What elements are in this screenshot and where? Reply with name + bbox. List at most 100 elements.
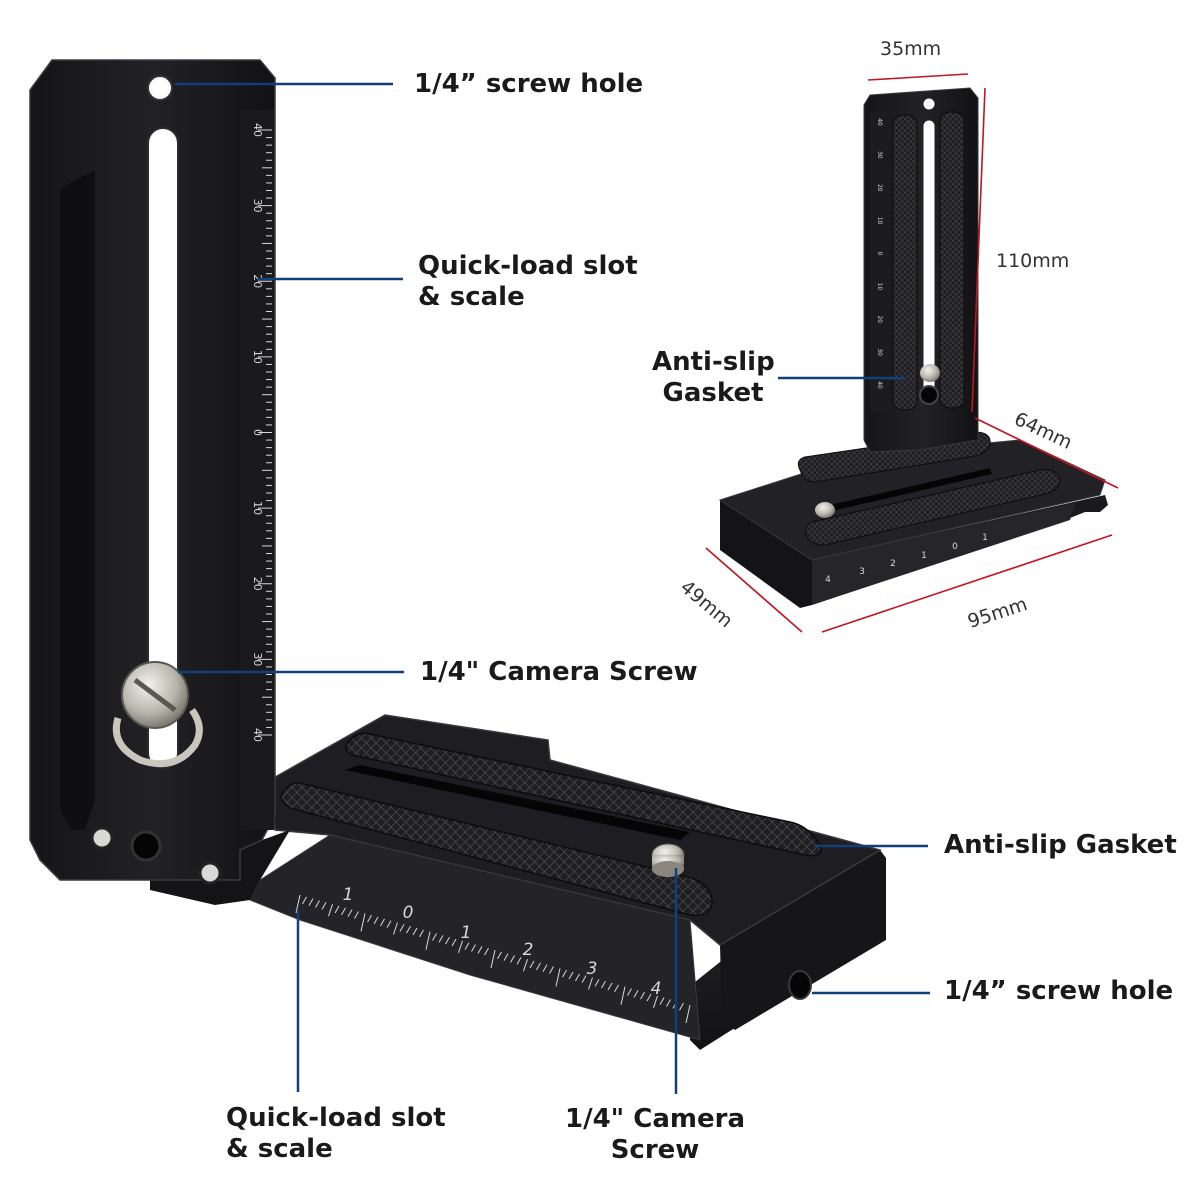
label-screw-hole-right-text: 1/4” screw hole: [944, 976, 1174, 1006]
horizontal-scale-tick: [497, 951, 502, 960]
vertical-scale-label: 30: [251, 199, 264, 213]
label-quick-load-upper-line2: & scale: [418, 282, 525, 312]
vertical-plate-inner-edge: [60, 170, 95, 830]
horizontal-scale-label: 1: [343, 885, 354, 905]
inset-horizontal-scale-label: 0: [952, 542, 958, 552]
inset-horizontal-scale-label: 1: [921, 551, 927, 561]
inset-vertical-scale-label: 30: [876, 348, 883, 356]
inset-gasket-front: [805, 469, 1061, 546]
horizontal-scale-tick: [594, 979, 600, 987]
horizontal-scale-tick: [360, 913, 366, 932]
horizontal-scale-tick: [588, 977, 593, 990]
vertical-scale-label: 10: [251, 501, 264, 515]
label-screw-hole-right: 1/4” screw hole: [944, 976, 1173, 1007]
horizontal-scale-tick: [419, 929, 424, 938]
inset-vertical-scale-strip: [870, 112, 890, 412]
label-quick-load-lower-line2: & scale: [226, 1134, 333, 1164]
horizontal-scale-tick: [575, 973, 580, 982]
horizontal-scale-marks: [295, 894, 691, 1024]
dim-height: 110mm: [996, 250, 1070, 272]
horizontal-scale-tick: [562, 969, 567, 978]
horizontal-scale-tick: [432, 933, 437, 941]
inset-bottom-screw-hole-icon: [919, 385, 939, 405]
horizontal-scale-tick: [451, 938, 457, 947]
label-anti-slip-right-text: Anti-slip Gasket: [944, 830, 1177, 860]
horizontal-scale-tick: [471, 944, 476, 952]
base-gasket-front: [280, 782, 713, 917]
horizontal-scale-tick: [367, 914, 372, 923]
horizontal-scale-tick: [653, 995, 658, 1008]
label-quick-load-upper-line1: Quick-load slot: [418, 251, 638, 281]
inset-vertical-screw-icon: [920, 364, 940, 382]
label-quick-load-lower-line1: Quick-load slot: [226, 1103, 446, 1133]
base-gasket-rear: [344, 732, 822, 857]
horizontal-scale-tick: [555, 968, 561, 987]
horizontal-scale-tick: [458, 940, 463, 953]
horizontal-scale-tick: [627, 988, 632, 996]
horizontal-scale-tick: [315, 900, 320, 908]
inset-vertical-gasket-right: [939, 111, 965, 409]
inset-vertical-scale-label: 40: [876, 381, 883, 389]
vertical-scale-label: 20: [251, 577, 264, 591]
top-screw-hole-icon: [147, 75, 173, 101]
dim-width-top: 35mm: [880, 38, 942, 60]
horizontal-scale-tick: [445, 936, 450, 945]
horizontal-scale-label: 1: [461, 923, 472, 943]
label-camera-screw-lower-line1: 1/4" Camera: [565, 1104, 745, 1134]
horizontal-scale-tick: [542, 964, 548, 972]
horizontal-scale-tick: [302, 896, 307, 905]
horizontal-scale-tick: [607, 982, 613, 991]
horizontal-scale-tick: [601, 980, 606, 989]
bottom-screw-hole-left-icon: [90, 826, 114, 850]
bottom-screw-hole-right-icon: [198, 861, 222, 885]
inset-top-screw-hole-icon: [922, 97, 936, 111]
inset-base-screw-icon: [815, 502, 835, 518]
horizontal-scale-tick: [412, 927, 418, 936]
base-slot: [345, 765, 690, 840]
dim-line-49: [705, 547, 803, 633]
horizontal-scale-tick: [614, 984, 619, 993]
horizontal-scale-tick: [464, 942, 470, 950]
horizontal-scale-tick: [490, 949, 496, 969]
label-camera-screw-upper: 1/4" Camera Screw: [420, 657, 698, 688]
base-screw-bottom: [652, 861, 684, 877]
horizontal-scale-label: 3: [587, 959, 598, 979]
inset-vertical-scale-label: 20: [876, 315, 883, 323]
inset-vertical-scale-label: 10: [876, 217, 883, 225]
vertical-scale-label: 40: [251, 728, 264, 742]
inset-base-scale-face: [812, 503, 1075, 605]
horizontal-scale-tick: [321, 902, 327, 910]
horizontal-scale-tick: [393, 922, 398, 935]
inset-horizontal-scale-label: 4: [825, 575, 831, 585]
label-top-screw-hole: 1/4” screw hole: [414, 69, 643, 100]
inset-base-front-face: [720, 500, 812, 608]
horizontal-scale-tick: [523, 959, 528, 972]
horizontal-scale-tick: [295, 894, 301, 914]
horizontal-scale-tick: [341, 907, 346, 916]
horizontal-scale-tick: [549, 966, 554, 974]
horizontal-scale-label: 2: [523, 940, 534, 960]
label-camera-screw-lower: 1/4" Camera Screw: [560, 1104, 750, 1166]
label-quick-load-upper: Quick-load slot & scale: [418, 251, 638, 313]
horizontal-scale-tick: [536, 962, 541, 971]
horizontal-scale-tick: [438, 935, 444, 943]
vertical-camera-screw-icon: [112, 661, 203, 768]
horizontal-scale-tick: [659, 997, 665, 1005]
horizontal-scale-tick: [620, 986, 626, 1005]
vertical-scale-label: 20: [251, 274, 264, 288]
label-anti-slip-inset: Anti-slip Gasket: [652, 347, 775, 409]
horizontal-scale-tick: [308, 898, 314, 906]
horizontal-scale-tick: [646, 993, 652, 1002]
label-anti-slip-right: Anti-slip Gasket: [944, 830, 1177, 861]
horizontal-scale-tick: [386, 920, 392, 928]
base-end-screw-hole-icon: [788, 970, 812, 1000]
vertical-scale-label: 40: [251, 123, 264, 137]
horizontal-scale-tick: [679, 1002, 684, 1011]
horizontal-scale-tick: [503, 953, 509, 961]
horizontal-scale-tick: [529, 960, 535, 969]
horizontal-scale-tick: [685, 1004, 691, 1024]
